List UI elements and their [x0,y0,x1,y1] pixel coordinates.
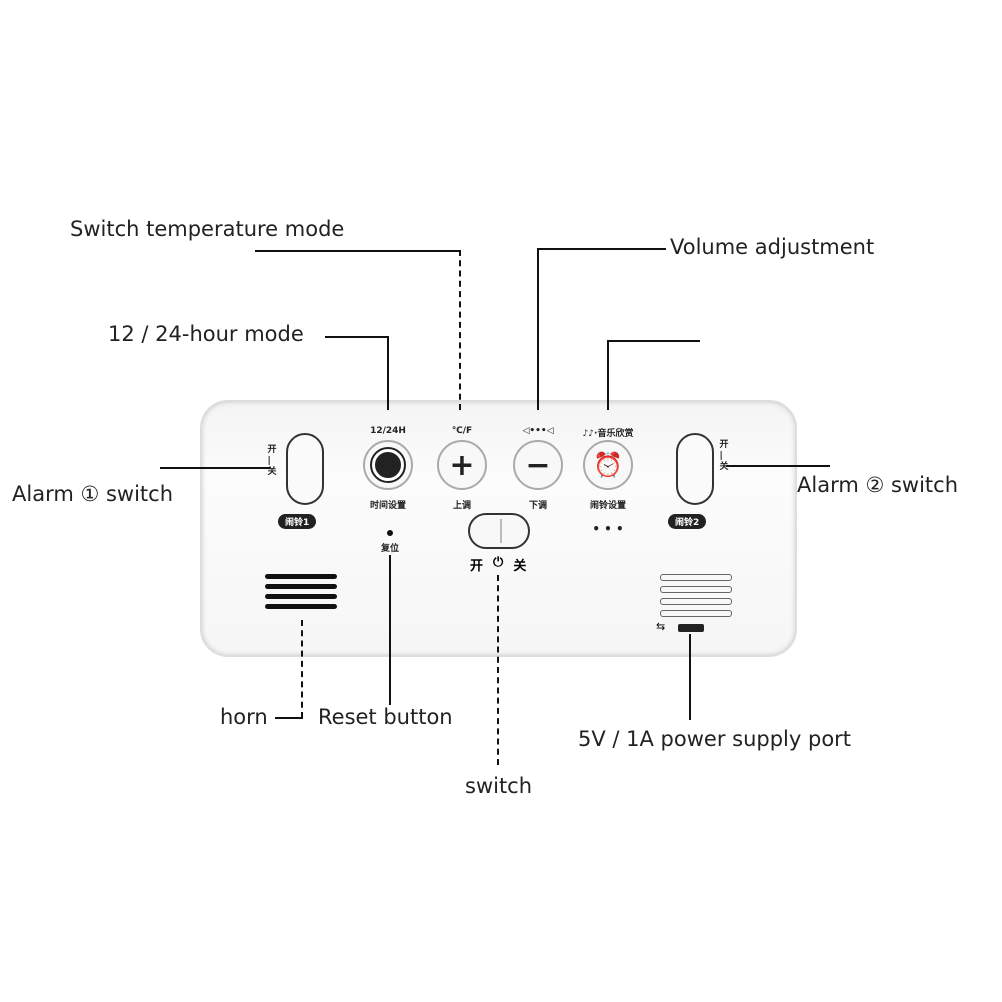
up-label: 上调 [452,501,472,511]
alarm-setting-label: 闹铃设置 [589,501,627,511]
leader-line [537,248,539,410]
off-label: 关 [719,462,729,472]
leader-line [538,248,666,250]
leader-line [607,340,609,410]
leader-line [255,250,461,252]
reset-button[interactable] [387,530,393,536]
plus-icon: + [449,447,475,483]
callout-power: 5V / 1A power supply port [578,727,852,751]
time-setting-label: 时间设置 [369,501,407,511]
power-switch[interactable] [468,513,530,549]
music-label: ♪♪·音乐欣赏 [582,429,634,439]
alarm2-badge: 闹铃2 [668,514,707,529]
speaker-grille-left [265,574,337,614]
callout-hour-mode: 12 / 24-hour mode [108,322,304,346]
indicator-dots: • • • [592,522,624,536]
leader-line [689,634,691,720]
callout-alarm1: Alarm ① switch [12,482,174,506]
on-label: 开 [470,559,484,574]
off-label: 关 [267,467,277,477]
alarm-setting-button[interactable]: ⏰ [583,440,633,490]
callout-switch: switch [465,774,533,798]
on-label: 开 [719,440,729,450]
power-switch-labels: 开 ⏻ 关 [470,555,526,574]
leader-line [497,575,499,765]
up-button[interactable]: + [437,440,487,490]
alarm2-on-off-label: 开|关 [719,440,729,472]
leader-line [387,336,389,410]
leader-line [726,465,830,467]
alarm1-switch[interactable] [286,433,324,505]
callout-reset: Reset button [318,705,453,729]
alarm2-switch[interactable] [676,433,714,505]
leader-line [389,555,391,705]
alarm-clock-icon: ⏰ [593,451,623,479]
leader-line [325,336,389,338]
callout-temp-mode: Switch temperature mode [70,217,345,241]
on-label: 开 [267,445,277,455]
leader-line [160,467,270,469]
power-icon: ⏻ [493,555,504,570]
clock-icon [370,447,406,483]
minus-icon: − [525,447,551,483]
leader-line [301,620,303,718]
alarm1-on-off-label: 开|关 [267,445,277,477]
usb-port [678,624,704,632]
callout-alarm2: Alarm ② switch [797,473,959,497]
leader-line [275,717,303,719]
down-label: 下调 [528,501,548,511]
volume-label: ◁•••◁ [522,426,554,436]
usb-icon: ⇆ [656,620,666,633]
alarm1-badge: 闹铃1 [278,514,317,529]
hour-mode-label: 12/24H [370,426,406,436]
temp-mode-label: ℃/F [451,426,473,436]
down-button[interactable]: − [513,440,563,490]
leader-line [608,340,700,342]
reset-label: 复位 [380,544,400,554]
off-label: 关 [513,559,527,574]
leader-line [459,250,461,410]
time-setting-button[interactable] [363,440,413,490]
speaker-grille-right [660,574,732,622]
callout-volume: Volume adjustment [670,235,875,259]
callout-horn: horn [220,705,268,729]
